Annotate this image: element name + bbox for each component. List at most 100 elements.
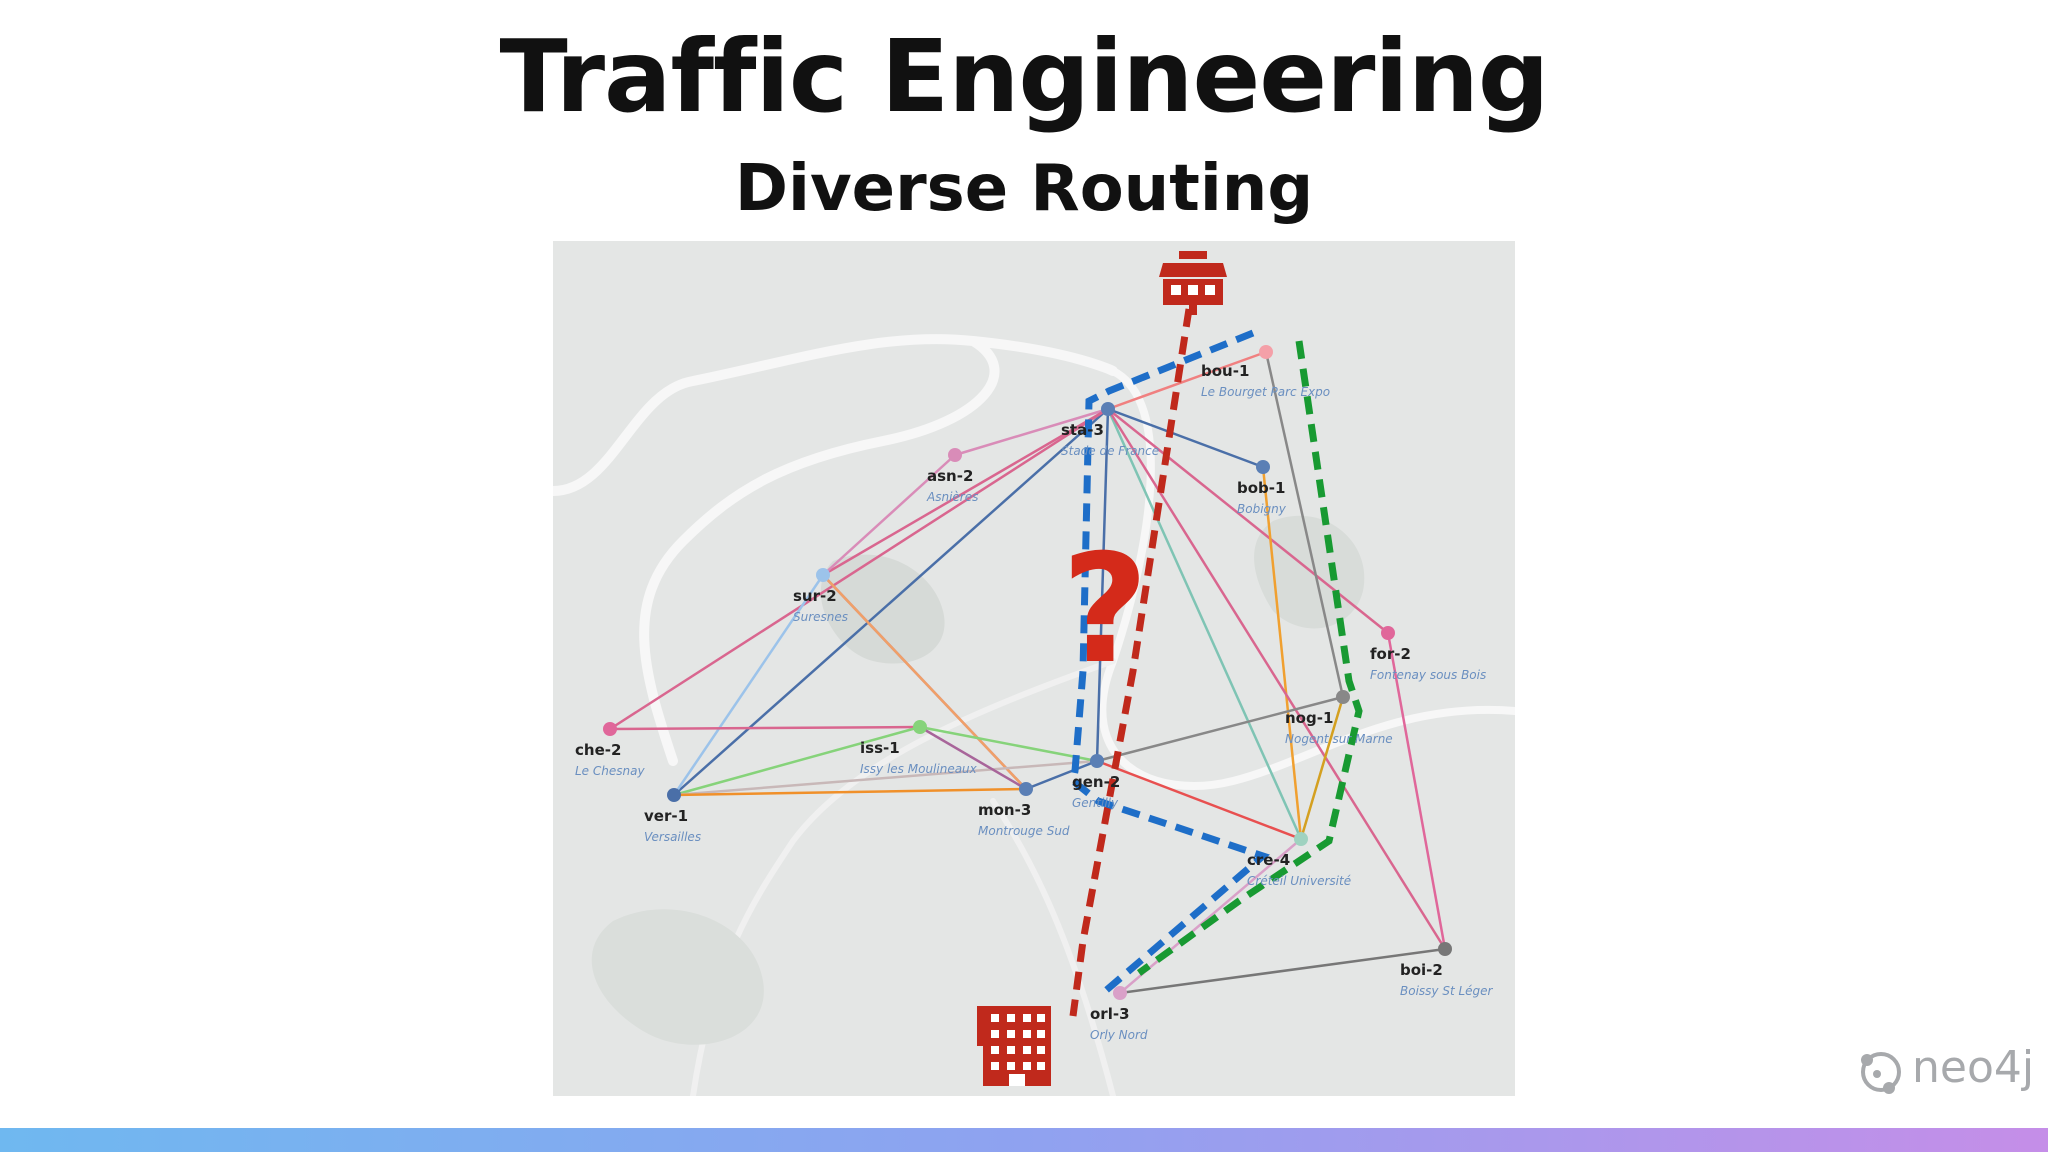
node-label: cre-4 [1247, 851, 1290, 869]
node-dot [948, 448, 962, 462]
link-sta-3-che-2 [609, 407, 1109, 731]
question-mark: ? [1061, 523, 1148, 697]
link-mon-3-gen-2 [1025, 759, 1098, 791]
node-place: Bobigny [1237, 502, 1287, 516]
node-place: Gentilly [1072, 796, 1119, 810]
node-dot [1259, 345, 1273, 359]
link-sta-3-ver-1 [673, 408, 1109, 796]
endpoint-icons [977, 251, 1227, 1086]
node-dot [1256, 460, 1270, 474]
node-che-2: che-2 Le Chesnay [575, 722, 645, 778]
node-dot [603, 722, 617, 736]
link-iss-1-mon-3 [919, 725, 1027, 791]
node-place: Nogent sur Marne [1285, 732, 1393, 746]
footer-gradient-bar [0, 1128, 2048, 1152]
link-ver-1-gen-2 [673, 759, 1098, 797]
link-sta-3-gen-2 [1095, 408, 1110, 762]
node-label: ver-1 [644, 807, 688, 825]
node-label: nog-1 [1285, 709, 1333, 727]
slide-title: Traffic Engineering [499, 18, 1550, 135]
node-place: Stade de France [1061, 444, 1159, 458]
link-sta-3-for-2 [1107, 408, 1389, 634]
node-place: Montrouge Sud [978, 824, 1070, 838]
link-sur-2-mon-3 [822, 574, 1027, 790]
link-cre-4-orl-3 [1119, 838, 1302, 994]
link-orl-3-boi-2 [1119, 947, 1446, 995]
node-label: sta-3 [1061, 421, 1104, 439]
node-label: orl-3 [1090, 1005, 1130, 1023]
node-bou-1: bou-1Le Bourget Parc Expo [1201, 345, 1330, 399]
node-place: Le Chesnay [575, 764, 645, 778]
link-ver-1-mon-3 [673, 787, 1027, 797]
store-icon [1159, 251, 1227, 315]
node-label: gen-2 [1072, 773, 1120, 791]
node-dot [1090, 754, 1104, 768]
node-place: Asnières [926, 490, 978, 504]
building-icon [977, 1006, 1051, 1086]
slide-subtitle: Diverse Routing [734, 152, 1314, 226]
node-dot [1294, 832, 1308, 846]
link-ver-1-iss-1 [673, 725, 921, 797]
river-seine [553, 334, 1118, 766]
link-sta-3-bou-1 [1107, 350, 1267, 411]
node-dot [816, 568, 830, 582]
node-dot [667, 788, 681, 802]
node-label: che-2 [575, 741, 621, 759]
park-area-3 [591, 909, 764, 1045]
node-dot [1019, 782, 1033, 796]
node-label: asn-2 [927, 467, 973, 485]
route-red [1069, 308, 1193, 1017]
link-sta-3-cre-4 [1106, 408, 1303, 840]
neo4j-logo-icon [1861, 1052, 1901, 1094]
link-gen-2-nog-1 [1096, 695, 1344, 763]
node-place: Le Bourget Parc Expo [1201, 385, 1330, 399]
link-sta-3-boi-2 [1106, 408, 1447, 950]
node-label: sur-2 [793, 587, 837, 605]
link-boi-2-for-2 [1386, 632, 1447, 950]
link-nog-1-cre-4 [1299, 696, 1345, 840]
node-label: iss-1 [860, 739, 900, 757]
link-che-2-iss-1 [609, 725, 921, 731]
node-place: Orly Nord [1090, 1028, 1148, 1042]
node-label: bob-1 [1237, 479, 1285, 497]
node-place: Versailles [644, 830, 701, 844]
neo4j-wordmark: neo4j [1912, 1042, 2035, 1093]
route-green [1136, 340, 1363, 976]
link-bou-1-nog-1 [1264, 351, 1345, 698]
link-iss-1-gen-2 [919, 725, 1098, 763]
node-dot [913, 720, 927, 734]
node-place: Suresnes [793, 610, 848, 624]
link-sta-3-sur-2 [822, 407, 1109, 577]
link-bob-1-cre-4 [1261, 466, 1303, 840]
river-marne [1098, 367, 1515, 790]
link-sur-2-ver-1 [672, 574, 825, 796]
node-label: mon-3 [978, 801, 1031, 819]
node-dot [1336, 690, 1350, 704]
node-place: Fontenay sous Bois [1370, 668, 1486, 682]
node-place: Issy les Moulineaux [860, 762, 978, 776]
route-blue [1069, 329, 1270, 996]
node-dot [1101, 402, 1115, 416]
node-dot [1438, 942, 1452, 956]
node-dot [1113, 986, 1127, 1000]
link-sta-3-asn-2 [954, 407, 1109, 457]
link-sta-3-bob-1 [1107, 407, 1264, 469]
node-place: Créteil Université [1247, 874, 1351, 888]
link-asn-2-sur-2 [822, 454, 956, 576]
node-label: boi-2 [1400, 961, 1443, 979]
network-links [609, 350, 1447, 995]
